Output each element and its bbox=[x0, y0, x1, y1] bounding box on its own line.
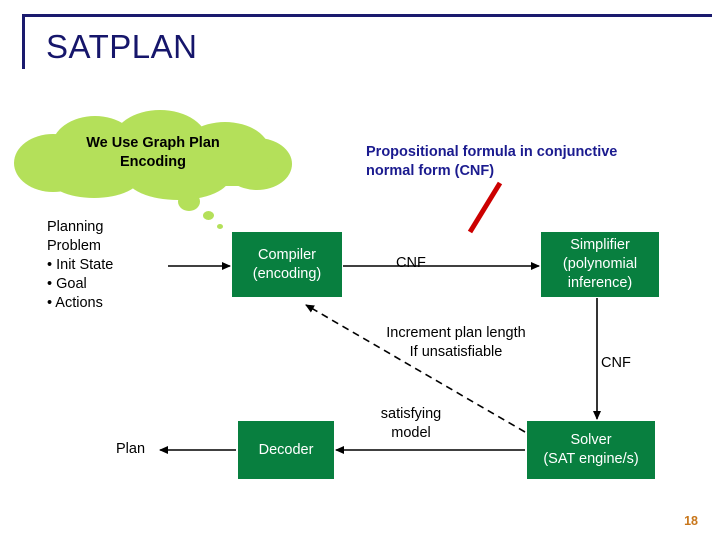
planning-problem-line-4: • Goal bbox=[47, 276, 87, 292]
increment-note: Increment plan length If unsatisfiable bbox=[361, 324, 551, 362]
page-title: SATPLAN bbox=[46, 28, 198, 65]
compiler-line-1: Compiler bbox=[257, 246, 316, 263]
cloud-bubble-small bbox=[217, 224, 223, 229]
compiler-line-2: (encoding) bbox=[252, 265, 322, 282]
decoder-label: Decoder bbox=[258, 441, 314, 458]
cnf-annotation-line-2: normal form (CNF) bbox=[366, 163, 495, 179]
planning-problem-line-1: Planning bbox=[47, 219, 104, 235]
planning-problem-line-3: • Init State bbox=[47, 257, 114, 273]
title-rule bbox=[22, 14, 712, 17]
simplifier-line-3: inference) bbox=[567, 275, 633, 291]
compiler-node: Compiler (encoding) bbox=[232, 232, 342, 297]
cnf-label-right: CNF bbox=[601, 355, 631, 371]
cloud-bubble-large bbox=[178, 192, 200, 211]
cnf-annotation: Propositional formula in conjunctive nor… bbox=[366, 143, 696, 181]
planning-problem-line-2: Problem bbox=[47, 238, 101, 254]
simplifier-line-2: (polynomial bbox=[562, 256, 638, 272]
solver-line-1: Solver bbox=[570, 432, 612, 448]
increment-line-2: If unsatisfiable bbox=[409, 344, 503, 360]
planning-problem-block: Planning Problem • Init State • Goal • A… bbox=[47, 218, 187, 313]
increment-line-1: Increment plan length bbox=[386, 325, 526, 341]
cloud-bubble-medium bbox=[203, 211, 214, 220]
annotation-pointer-line bbox=[467, 181, 503, 234]
satisfying-model-line-1: satisfying bbox=[380, 406, 442, 422]
simplifier-node: Simplifier (polynomial inference) bbox=[541, 232, 659, 297]
planning-problem-line-5: • Actions bbox=[47, 295, 103, 311]
cloud-line-2: Encoding bbox=[119, 154, 187, 170]
cloud-line-1: We Use Graph Plan bbox=[86, 135, 220, 151]
title-tick bbox=[22, 14, 25, 69]
cloud-lobe bbox=[28, 142, 268, 186]
graphplan-cloud: We Use Graph Plan Encoding bbox=[8, 108, 298, 206]
cnf-label-top: CNF bbox=[396, 255, 426, 271]
satisfying-model-note: satisfying model bbox=[363, 405, 459, 443]
solver-line-2: (SAT engine/s) bbox=[543, 451, 639, 467]
satisfying-model-line-2: model bbox=[391, 425, 431, 441]
page-number: 18 bbox=[684, 514, 698, 528]
cnf-annotation-line-1: Propositional formula in conjunctive bbox=[366, 144, 618, 160]
cloud-text: We Use Graph Plan Encoding bbox=[8, 134, 298, 172]
simplifier-line-1: Simplifier bbox=[570, 237, 630, 253]
solver-node: Solver (SAT engine/s) bbox=[527, 421, 655, 479]
plan-label: Plan bbox=[116, 441, 146, 457]
decoder-node: Decoder bbox=[238, 421, 334, 479]
